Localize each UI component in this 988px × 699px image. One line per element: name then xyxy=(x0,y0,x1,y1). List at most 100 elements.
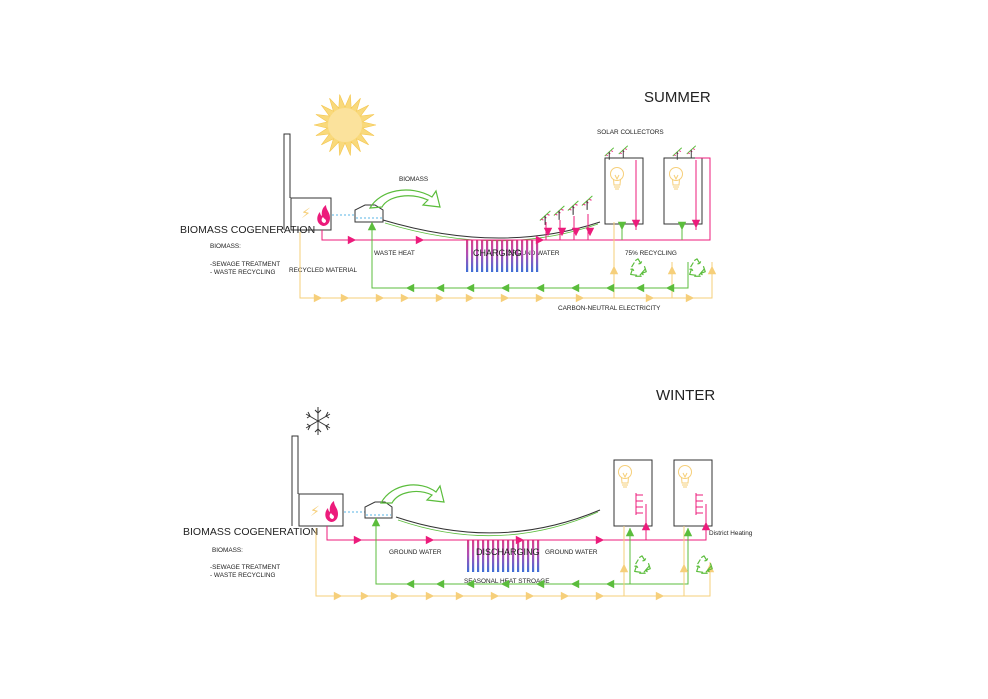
arrow-head xyxy=(465,283,475,293)
arrow-head xyxy=(605,283,615,293)
arrow-head xyxy=(691,219,701,229)
arrow-head xyxy=(353,535,363,545)
storage-bar xyxy=(486,240,489,272)
arrow-head xyxy=(535,283,545,293)
arrow-head xyxy=(535,293,545,303)
storage-bar xyxy=(487,540,490,572)
arrow-head xyxy=(525,591,535,601)
lightbulb-icon xyxy=(669,167,683,190)
storage-bar xyxy=(496,240,499,272)
recycle-icon xyxy=(688,258,706,277)
arrow-head xyxy=(677,221,687,231)
storage-bar xyxy=(471,240,474,272)
storage-bar xyxy=(482,540,485,572)
arrow-head xyxy=(571,227,581,237)
heat-storage-bars xyxy=(467,540,540,572)
storage-bar xyxy=(477,540,480,572)
arrow-head xyxy=(313,293,323,303)
storage-bar xyxy=(526,240,529,272)
arrow-head xyxy=(415,235,425,245)
storage-bar xyxy=(512,540,515,572)
arrow-head xyxy=(360,591,370,601)
arrow-head xyxy=(465,293,475,303)
arrow-head xyxy=(500,283,510,293)
winter-diagram: WINTER ⚡ BIOMASS COGENERATION BIOMASS: -… xyxy=(183,387,753,601)
arrow-head xyxy=(595,591,605,601)
recycle-icon xyxy=(633,555,651,574)
arrow-head xyxy=(340,293,350,303)
heat-storage-bars xyxy=(466,240,539,272)
lightning-icon: ⚡ xyxy=(301,206,311,222)
summer-waste-heat-label: WASTE HEAT xyxy=(374,250,415,257)
sun-icon xyxy=(313,94,377,156)
storage-bar xyxy=(517,540,520,572)
arrow-head xyxy=(595,535,605,545)
summer-diagram: SUMMER ⚡ BIOMASS COGENERATION BIOMASS: -… xyxy=(180,89,717,312)
arrow-head xyxy=(679,563,689,573)
flow-arrows xyxy=(313,219,717,303)
winter-ground-water-left: GROUND WATER xyxy=(389,549,442,556)
storage-bar xyxy=(466,240,469,272)
summer-recycling-label: 75% RECYCLING xyxy=(625,250,677,257)
storage-bar xyxy=(511,240,514,272)
flame-icon xyxy=(325,501,338,522)
summer-biomass-item: - WASTE RECYCLING xyxy=(210,269,275,276)
arrow-head xyxy=(665,283,675,293)
arrow-head xyxy=(367,221,377,231)
summer-ground-water-label: GROUND WATER xyxy=(507,250,560,257)
arrow-head xyxy=(635,283,645,293)
arrow-head xyxy=(465,579,475,589)
arrow-head xyxy=(557,227,567,237)
storage-bar xyxy=(536,240,539,272)
arrow-head xyxy=(535,235,545,245)
ground-surface xyxy=(395,509,601,534)
biomass-storage xyxy=(364,501,393,519)
arrow-head xyxy=(400,293,410,303)
summer-recycled-material-label: RECYCLED MATERIAL xyxy=(289,267,358,274)
storage-bar xyxy=(507,540,510,572)
arrow-head xyxy=(605,579,615,589)
arrow-head xyxy=(425,535,435,545)
storage-bar xyxy=(467,540,470,572)
storage-bar xyxy=(516,240,519,272)
arrow-head xyxy=(683,527,693,537)
arrow-head xyxy=(405,283,415,293)
storage-bar xyxy=(501,240,504,272)
biomass-transport-arrow xyxy=(379,484,445,504)
arrow-head xyxy=(617,221,627,231)
arrow-head xyxy=(685,293,695,303)
lightbulb-icon xyxy=(678,465,692,488)
winter-biomass-item: -SEWAGE TREATMENT xyxy=(210,564,280,571)
recycle-icon xyxy=(629,258,647,277)
arrow-head xyxy=(575,293,585,303)
ground-surface xyxy=(382,219,601,239)
storage-bar xyxy=(492,540,495,572)
building xyxy=(613,459,713,527)
summer-electricity-label: CARBON-NEUTRAL ELECTRICITY xyxy=(558,305,661,312)
lightbulb-icon xyxy=(610,167,624,190)
arrow-head xyxy=(347,235,357,245)
cogeneration-plant xyxy=(291,435,344,527)
arrow-head xyxy=(641,521,651,531)
arrow-head xyxy=(371,517,381,527)
snowflake-icon xyxy=(305,407,331,435)
storage-bar xyxy=(532,540,535,572)
arrow-head xyxy=(570,283,580,293)
summer-solar-collectors-label: SOLAR COLLECTORS xyxy=(597,129,664,136)
arrow-head xyxy=(435,283,445,293)
radiator-icon xyxy=(635,493,703,515)
winter-title: WINTER xyxy=(656,387,715,404)
biomass-storage xyxy=(354,204,384,223)
arrow-head xyxy=(405,579,415,589)
arrow-head xyxy=(500,579,510,589)
arrow-head xyxy=(390,591,400,601)
storage-bar xyxy=(521,240,524,272)
summer-storage-state: CHARGING xyxy=(473,248,522,258)
flame-icon xyxy=(317,205,330,226)
summer-biomass-heading: BIOMASS: xyxy=(210,243,241,250)
storage-bar xyxy=(502,540,505,572)
arrow-head xyxy=(500,293,510,303)
storage-bar xyxy=(522,540,525,572)
arrow-head xyxy=(609,265,619,275)
storage-bar xyxy=(527,540,530,572)
